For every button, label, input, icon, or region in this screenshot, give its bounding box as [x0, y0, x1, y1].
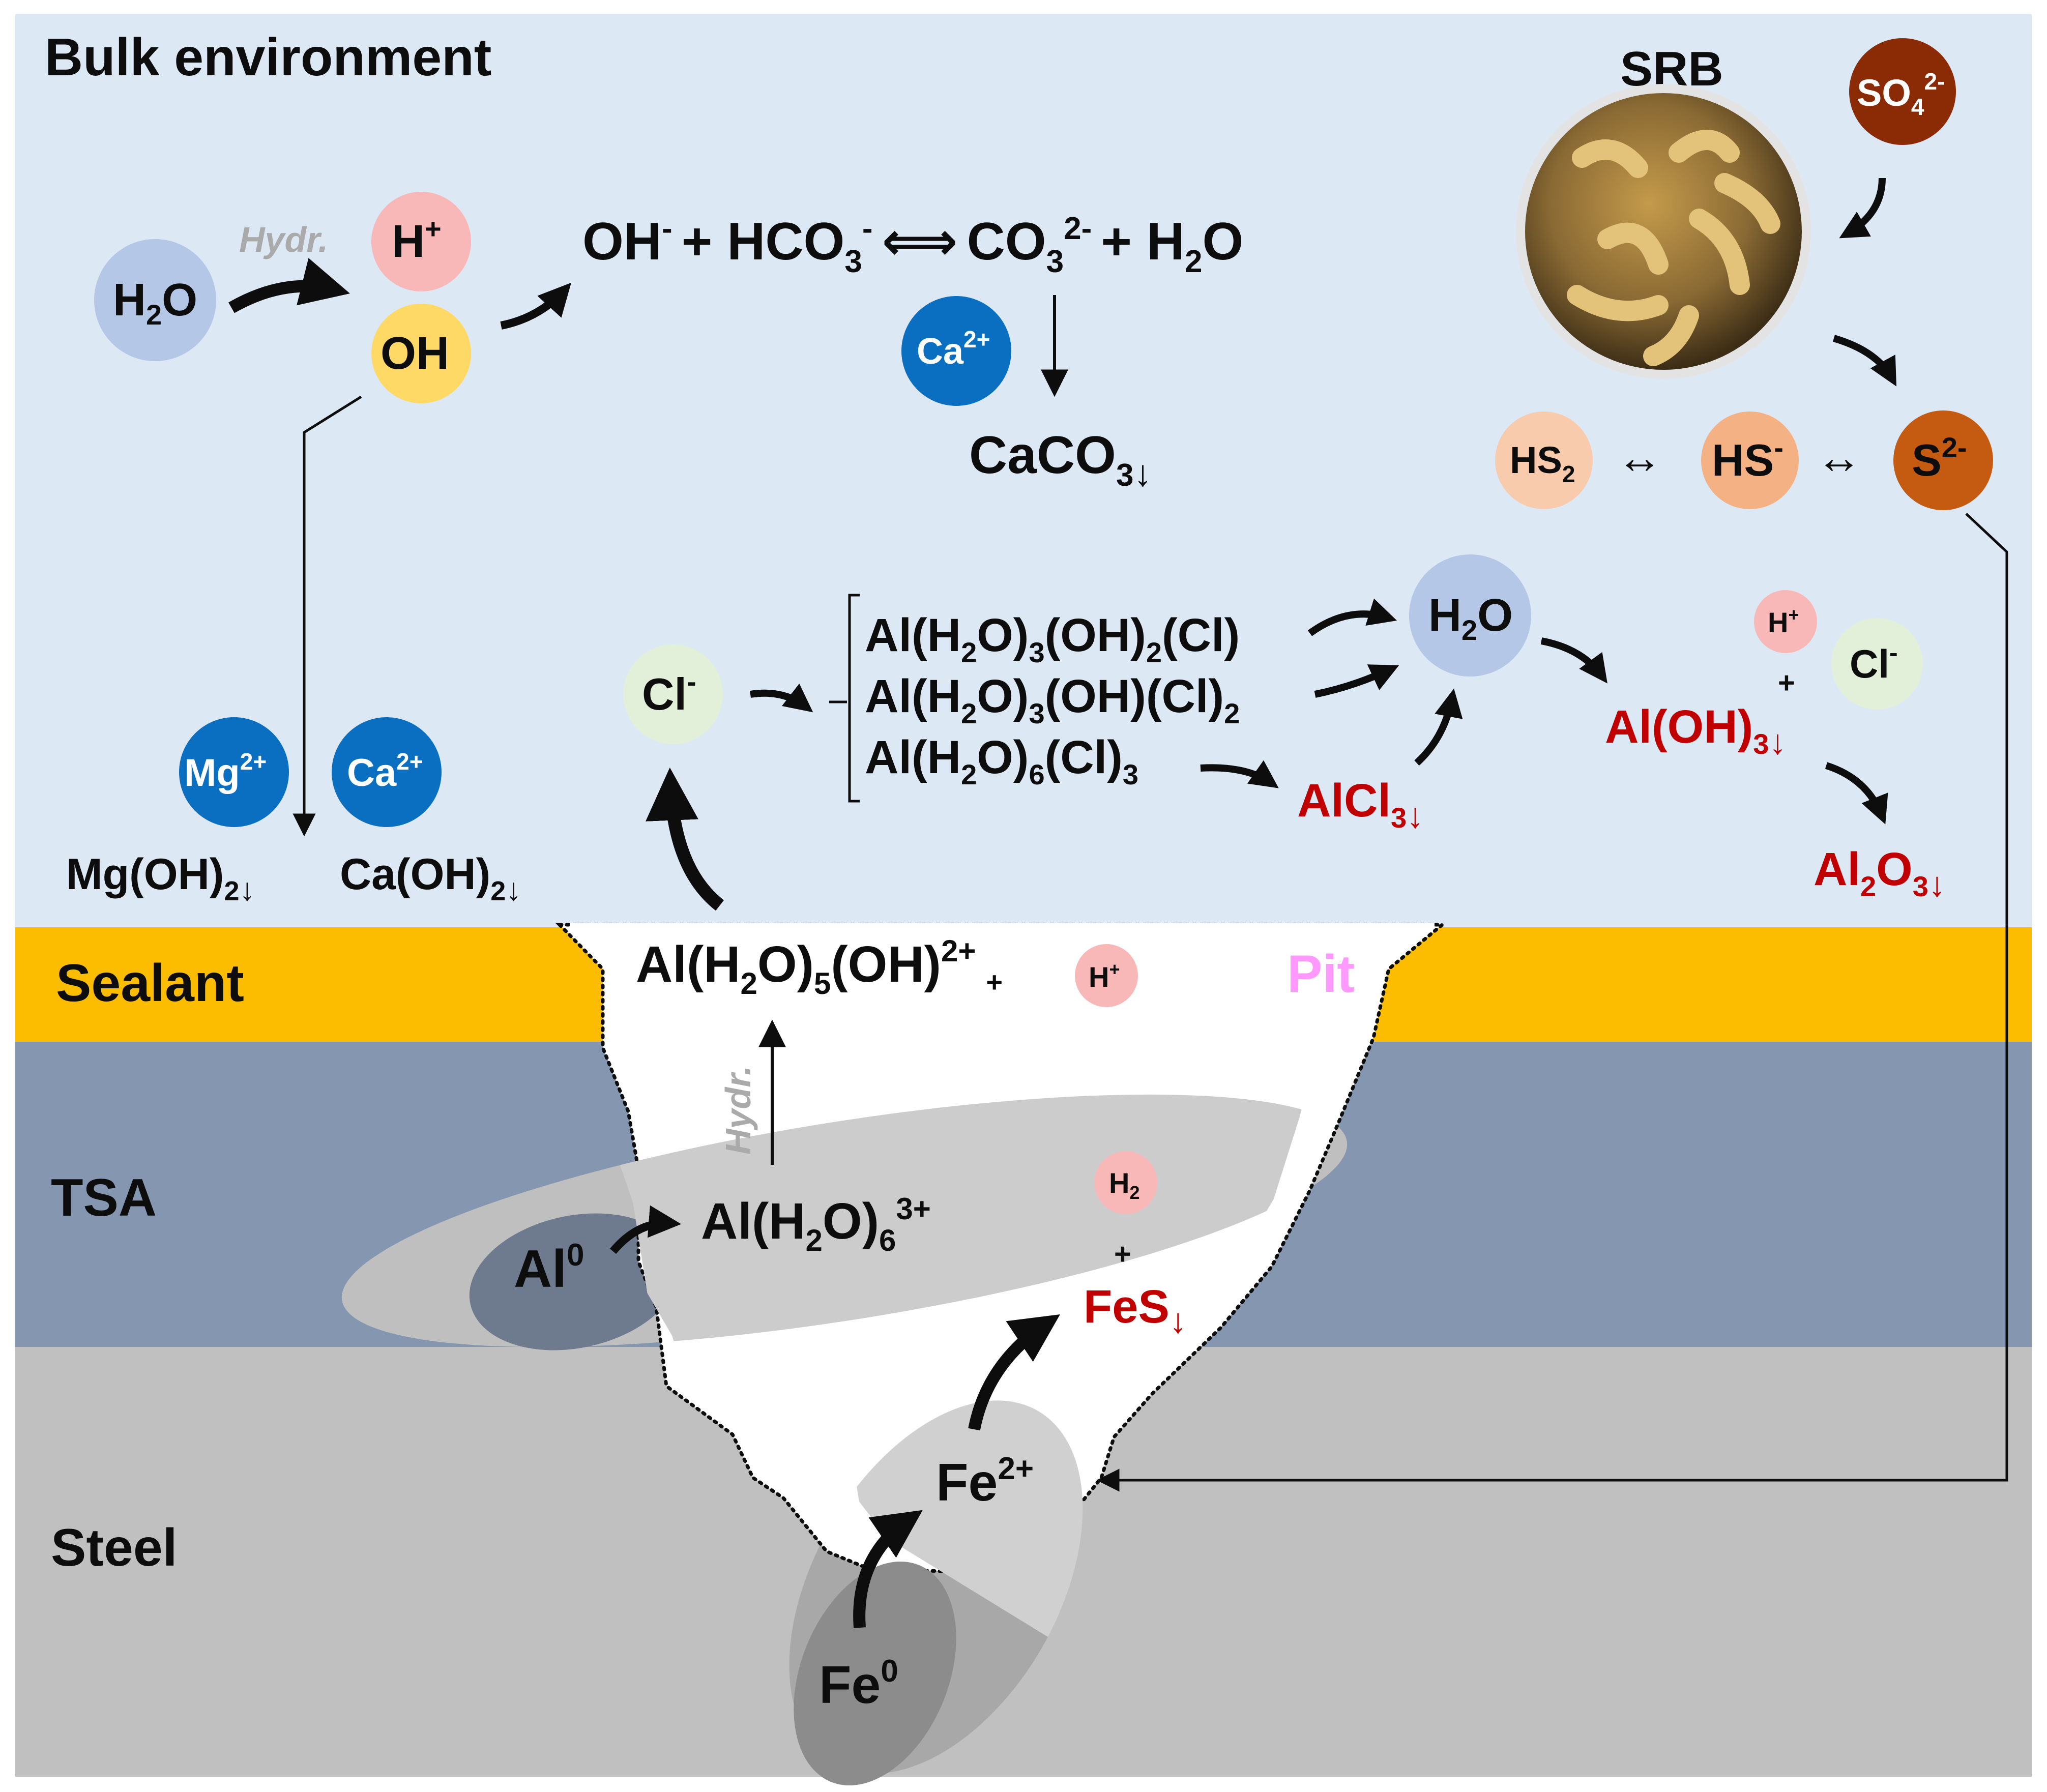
- arrow-fe2-to-fes: [968, 1314, 1060, 1431]
- mg-text: Mg2+: [184, 748, 267, 795]
- h-plus-circle-top: [371, 192, 471, 291]
- sealant-label: Sealant: [56, 954, 244, 1013]
- srb-bacteria-image: [1525, 93, 1802, 370]
- carbonate-equation: OH-+ HCO3-⟺CO32-+ H2O: [582, 211, 1243, 279]
- complex-bracket: [848, 594, 860, 803]
- arrow-fe0-to-fe2: [853, 1510, 923, 1628]
- so4-circle: [1849, 38, 1956, 145]
- hydrolysis-arrow-top: [228, 258, 350, 313]
- mgoh2-precipitate: Mg(OH)2↓: [66, 850, 255, 907]
- h2o-left-text: H2O: [113, 275, 197, 331]
- equil-arrow-1: ↔: [1617, 432, 1662, 483]
- so4-text: SO42-: [1857, 68, 1945, 120]
- oh-circle: [371, 304, 471, 403]
- oh-text: OH: [381, 328, 449, 379]
- plus-fes: +: [1114, 1238, 1131, 1271]
- fe2-species: Fe2+: [936, 1451, 1034, 1512]
- ca-text-top: Ca2+: [917, 326, 990, 372]
- complex-3: Al(H2O)6(Cl)3: [865, 731, 1138, 790]
- complex-2: Al(H2O)3(OH)(Cl)2: [865, 670, 1240, 729]
- h2-text: H2: [1109, 1167, 1139, 1203]
- ca-circle-left: [332, 717, 442, 827]
- tsa-label: TSA: [51, 1168, 157, 1227]
- hs2-circle: [1495, 412, 1593, 509]
- pit-mouth: [570, 923, 1435, 927]
- arrow-complex3-to-alcl3: [1200, 760, 1279, 788]
- arrow-aloh3-to-al2o3: [1825, 762, 1888, 825]
- h2o-circle-mid: [1409, 554, 1531, 677]
- cl-circle-right: [1831, 618, 1923, 710]
- arrow-complex2-to-h2o: [1314, 664, 1399, 698]
- al0-species: Al0: [514, 1238, 584, 1299]
- hs2-text: HS2: [1510, 439, 1575, 487]
- s2-circle: [1893, 410, 1993, 510]
- h2o-mid-text: H2O: [1428, 590, 1513, 646]
- s2-text: S2-: [1912, 431, 1967, 485]
- arrow-alcl3-to-h2o: [1414, 688, 1463, 766]
- arrow-complex1-to-h2o: [1307, 598, 1397, 636]
- bacteria-rods: [1567, 130, 1780, 366]
- arrow-al0-to-alh2o6: [609, 1205, 682, 1254]
- arrow-s2-to-fe2: [1096, 513, 2008, 1492]
- h-plus-text-pit: H+: [1089, 959, 1120, 993]
- hs-text: HS-: [1712, 431, 1783, 485]
- arrow-srb-to-s2: [1833, 335, 1897, 387]
- arrow-so4-to-srb: [1839, 178, 1886, 239]
- cl-text-left: Cl-: [642, 665, 696, 719]
- equil-arrow-2: ↔: [1816, 432, 1862, 483]
- h-plus-text-top: H+: [392, 213, 442, 267]
- al0-ellipse: [469, 1213, 681, 1350]
- h2-circle: [1094, 1151, 1157, 1214]
- complex-1: Al(H2O)3(OH)2(Cl): [865, 609, 1240, 668]
- bulk-environment-label: Bulk environment: [45, 28, 491, 87]
- al-hexaaqua: Al(H2O)63+: [701, 1192, 931, 1257]
- caco3-precipitate: CaCO3↓: [969, 426, 1152, 494]
- cl-text-right: Cl-: [1850, 638, 1898, 686]
- hydr-label-pit: Hydr.: [718, 1066, 758, 1155]
- arrow-h2o-to-aloh3: [1540, 637, 1607, 684]
- aloh3-precipitate: Al(OH)3↓: [1605, 701, 1786, 761]
- fe0-ellipse: [794, 1561, 956, 1786]
- h-plus-text-right: H+: [1768, 604, 1799, 638]
- h-plus-circle-pit: [1075, 944, 1138, 1007]
- hydr-label-top: Hydr.: [239, 220, 328, 259]
- ca-circle-top: [901, 296, 1011, 406]
- arrow-pit-to-cl: [646, 767, 724, 911]
- steel-label: Steel: [51, 1518, 178, 1577]
- fe0-species: Fe0: [819, 1654, 898, 1715]
- pit-label: Pit: [1287, 945, 1355, 1004]
- arrow-cl-to-complexes: [749, 683, 813, 713]
- h-plus-circle-right: [1754, 590, 1817, 653]
- h2o-circle-left: [94, 239, 216, 361]
- arrow-oh-to-equation: [500, 282, 571, 330]
- al2o3-precipitate: Al2O3↓: [1814, 843, 1946, 904]
- ca-text-left: Ca2+: [347, 748, 423, 795]
- arrow-oh-to-hydroxides: [293, 395, 362, 837]
- hs-circle: [1701, 412, 1799, 509]
- caoh2-precipitate: Ca(OH)2↓: [340, 850, 521, 907]
- plus-right: +: [1778, 666, 1795, 699]
- cl-circle-left: [623, 644, 723, 744]
- mg-circle: [179, 717, 289, 827]
- fes-precipitate: FeS↓: [1084, 1281, 1187, 1340]
- alcl3-precipitate: AlCl3↓: [1297, 775, 1424, 835]
- al-hydroxo-complex: Al(H2O)5(OH)2++: [636, 934, 1003, 1001]
